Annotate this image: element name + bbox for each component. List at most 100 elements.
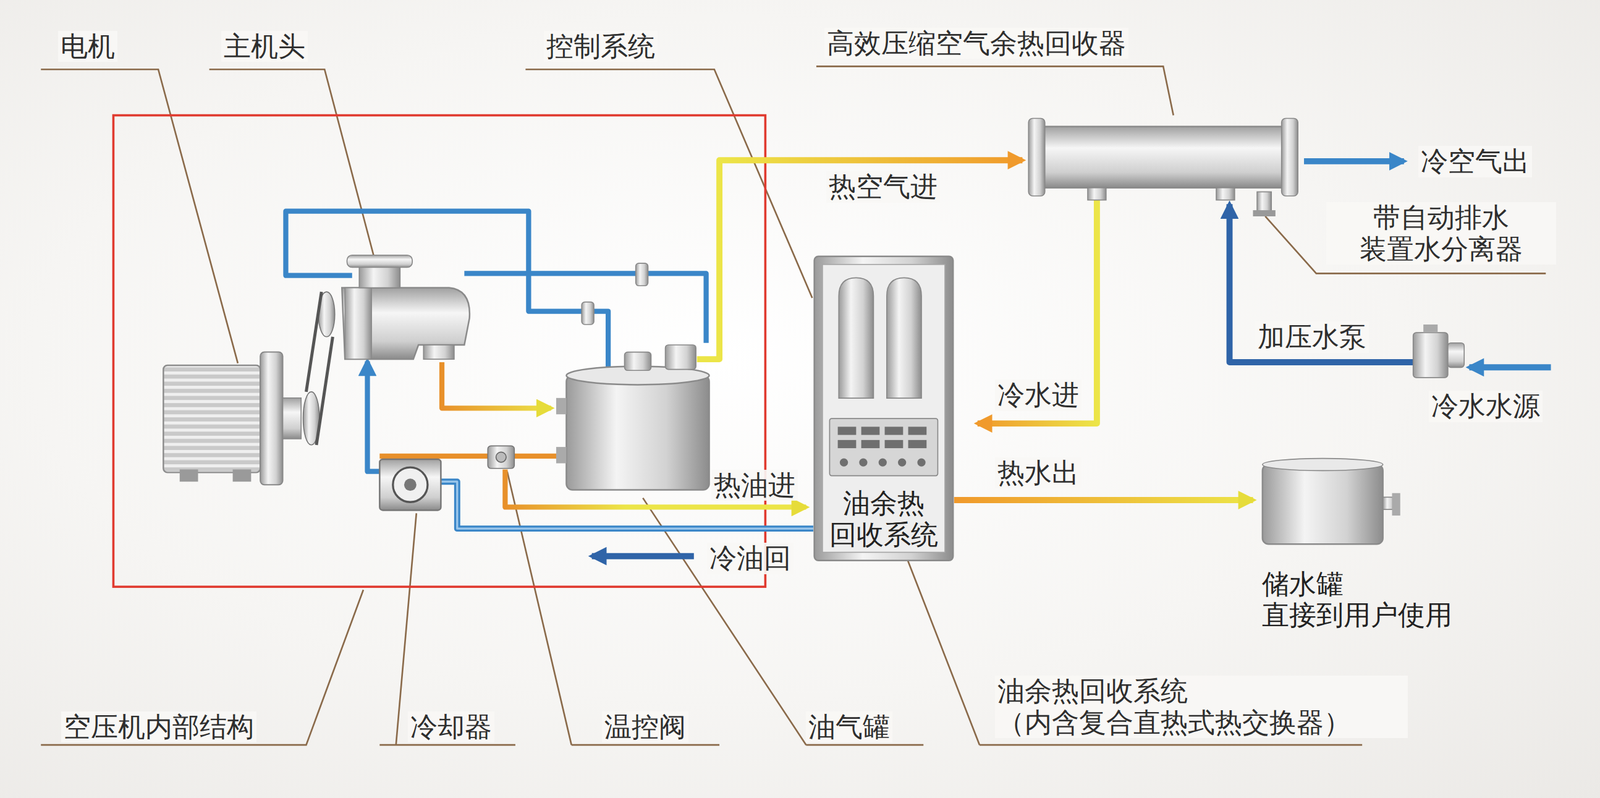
callout-label: 冷水水源 <box>1428 390 1543 423</box>
callout-label: 油气罐 <box>805 711 893 743</box>
motor <box>179 469 199 482</box>
callout-label: 加压水泵 <box>1255 321 1369 353</box>
booster-pump <box>1413 324 1465 378</box>
inline-valves <box>581 302 594 325</box>
thermostatic-valve <box>487 445 515 468</box>
recovery-cabinet <box>814 255 954 560</box>
recovery-cabinet <box>884 426 904 435</box>
leader-lines <box>816 66 1174 115</box>
main-compressor-head <box>359 265 400 288</box>
oil-gas-tank <box>665 344 697 370</box>
recovery-cabinet <box>838 277 874 398</box>
motor <box>282 397 301 439</box>
storage-tank <box>1261 457 1383 471</box>
hot-water-pipe <box>954 496 1254 504</box>
belt-drive <box>303 291 335 445</box>
pipes <box>379 453 567 459</box>
cooler <box>404 478 417 491</box>
recovery-system-box: 油余热 回收系统 <box>813 255 955 562</box>
recovery-cabinet <box>878 457 887 466</box>
leader-lines <box>525 69 813 298</box>
recovery-cabinet <box>908 440 927 449</box>
storage-tank <box>1261 464 1383 544</box>
recovery-cabinet <box>838 426 857 435</box>
heat-recovery-exchanger <box>1281 118 1298 196</box>
main-compressor-head <box>347 255 413 268</box>
callout-label: 油余热回收系统 （内含复合直热式热交换器） <box>994 675 1408 738</box>
motor <box>163 365 261 473</box>
cooler <box>379 459 441 511</box>
leader-lines <box>507 471 720 745</box>
callout-label: 热油进 <box>711 469 798 502</box>
callout-label: 冷水进 <box>994 379 1082 411</box>
booster-pump <box>1447 342 1465 368</box>
leader-lines <box>209 69 374 255</box>
main-compressor-head <box>341 255 470 360</box>
recovery-cabinet <box>859 457 868 466</box>
compressor-housing-outline <box>113 115 766 588</box>
leader-lines <box>379 512 516 745</box>
recovery-cabinet <box>829 418 938 476</box>
main-compressor-head <box>423 344 455 360</box>
recovery-cabinet <box>861 440 881 449</box>
recovery-cabinet <box>897 457 906 466</box>
callout-label: 主机头 <box>221 30 308 63</box>
inline-valves <box>635 263 649 286</box>
pipes <box>977 198 1097 424</box>
heat-recovery-exchanger <box>1028 118 1298 217</box>
oil-gas-tank <box>556 397 567 415</box>
recovery-cabinet <box>839 457 848 466</box>
recovery-cabinet <box>917 457 926 466</box>
recovery-cabinet <box>884 440 904 449</box>
recovery-cabinet <box>822 264 945 553</box>
cooler <box>379 459 441 511</box>
callout-label: 空压机内部结构 <box>61 711 257 743</box>
heat-recovery-exchanger <box>1028 118 1045 196</box>
leader-lines <box>40 69 238 363</box>
recovery-cabinet <box>886 277 922 398</box>
recovery-cabinet <box>838 440 857 449</box>
pipes <box>464 273 706 343</box>
heat-recovery-exchanger <box>1216 187 1235 201</box>
pipes <box>1303 158 1405 165</box>
main-compressor-head <box>341 287 470 360</box>
pipes <box>441 362 552 408</box>
motor <box>232 469 252 482</box>
callout-label: 冷油回 <box>706 542 794 575</box>
cooler <box>393 467 428 502</box>
callout-label: 高效压缩空气余热回收器 <box>824 27 1129 60</box>
storage-tank <box>1253 454 1489 557</box>
booster-pump <box>1413 332 1448 378</box>
heat-recovery-exchanger <box>1042 126 1284 188</box>
callout-label: 温控阀 <box>601 711 689 743</box>
leader-lines <box>40 66 1546 745</box>
oil-gas-tank <box>566 375 709 491</box>
callout-label: 控制系统 <box>543 30 658 63</box>
node-text: 储水罐 直接到用户使用 <box>1261 568 1482 631</box>
pipes <box>592 553 695 560</box>
recovery-cabinet <box>861 426 881 435</box>
storage-tank-box: 储水罐 直接到用户使用 <box>1253 454 1489 631</box>
pipes <box>367 360 381 471</box>
callout-label: 冷空气出 <box>1418 145 1533 178</box>
heat-recovery-exchanger <box>1252 210 1275 217</box>
recovery-cabinet <box>908 426 927 435</box>
oil-gas-tank <box>624 352 652 371</box>
pipes <box>1468 364 1551 371</box>
edge-label: 热水出 <box>994 457 1082 489</box>
booster-pump <box>1423 324 1438 333</box>
callout-label: 带自动排水 装置水分离器 <box>1326 202 1556 265</box>
storage-tank <box>1391 492 1400 515</box>
leader-lines <box>40 589 364 745</box>
heat-recovery-exchanger <box>1257 191 1272 212</box>
pipes <box>285 211 609 370</box>
thermostatic-valve <box>487 445 515 468</box>
oil-gas-tank <box>556 446 567 463</box>
motor <box>163 352 301 486</box>
recovery-cabinet <box>838 426 927 466</box>
heat-recovery-exchanger <box>1087 187 1107 201</box>
node-text: 油余热 回收系统 <box>828 487 939 551</box>
callout-label: 冷却器 <box>407 711 495 743</box>
main-compressor-head <box>344 287 372 360</box>
